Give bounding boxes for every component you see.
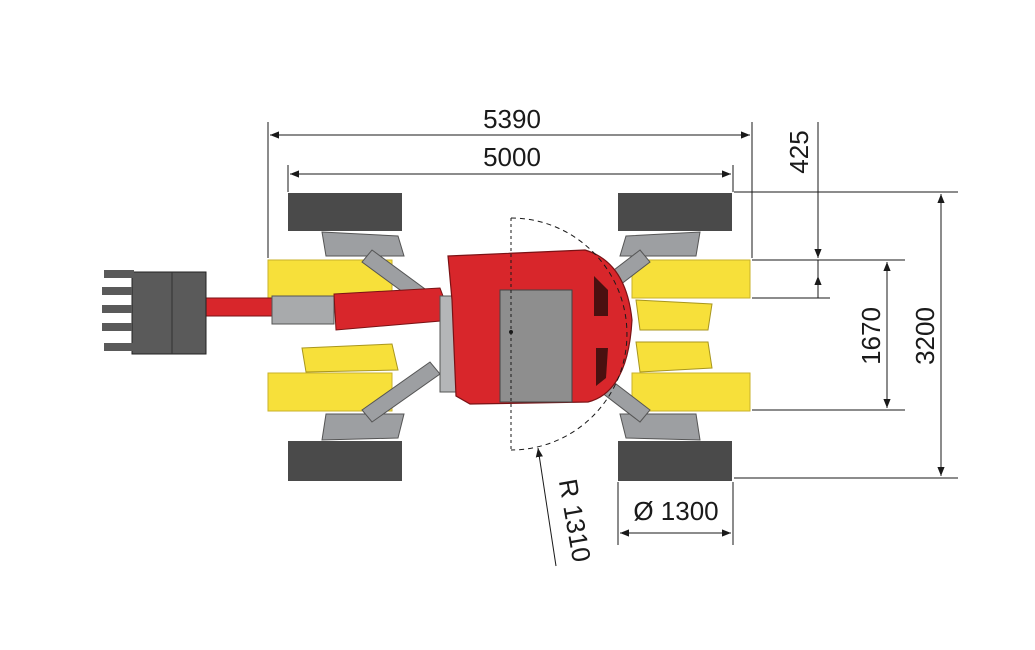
dim-track-length: 5000 xyxy=(483,142,541,172)
leg-cylinders-right xyxy=(635,299,713,373)
leg-beam-right-top xyxy=(631,259,751,299)
dim-turning-radius: R 1310 xyxy=(553,477,597,565)
cabin xyxy=(499,289,573,403)
leg-arm-front-right xyxy=(321,361,441,441)
wheel-front-right xyxy=(288,441,402,481)
machine xyxy=(102,193,751,481)
dim-wheel-diameter: Ø 1300 xyxy=(633,496,718,526)
dim-offset-425: 425 xyxy=(784,130,814,173)
wheel-rear-right xyxy=(618,441,732,481)
dim-width-overall: 3200 xyxy=(910,307,940,365)
cabin-window-top xyxy=(594,276,608,316)
cabin-window-bottom xyxy=(596,348,608,386)
wheel-rear-left xyxy=(618,193,732,231)
leg-cylinders-left xyxy=(301,343,399,373)
swing-radius-arc xyxy=(510,217,628,451)
dimension-lines xyxy=(267,122,958,567)
leg-beam-right-bottom xyxy=(631,372,751,412)
boom-arm xyxy=(205,287,453,331)
bucket xyxy=(102,270,207,355)
dim-width-inner: 1670 xyxy=(856,307,886,365)
wheel-front-left xyxy=(288,193,402,231)
dim-overall-length: 5390 xyxy=(483,104,541,134)
